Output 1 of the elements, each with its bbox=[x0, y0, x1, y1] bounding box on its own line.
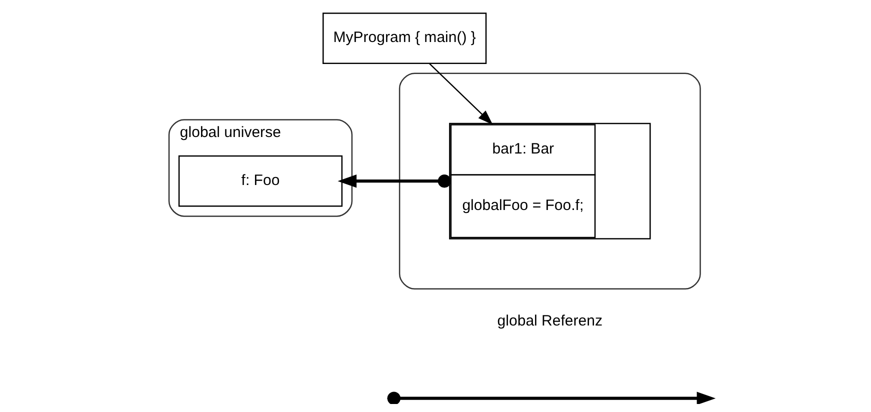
legend-label: global Referenz bbox=[497, 312, 603, 330]
